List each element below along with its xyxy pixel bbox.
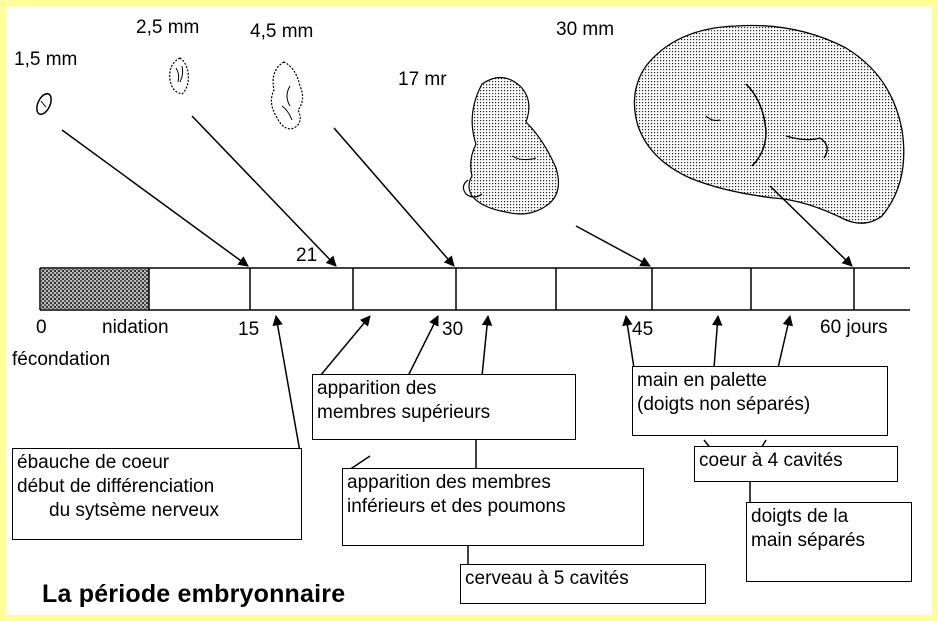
- tick-label-45: 45: [632, 320, 653, 339]
- size-label-2-5mm: 2,5 mm: [136, 18, 199, 37]
- event-line: coeur à 4 cavités: [699, 449, 893, 473]
- event-box-heart-nervous: ébauche de coeur début de différenciatio…: [12, 448, 302, 540]
- event-box-lower-limbs-lungs: apparition des membres inférieurs et des…: [342, 468, 644, 546]
- embryo-1-5mm-icon: [34, 91, 54, 116]
- event-line: du sytsème nerveux: [17, 499, 297, 523]
- event-line: main séparés: [751, 529, 907, 553]
- event-line: apparition des: [317, 377, 571, 401]
- event-line: début de différenciation: [17, 475, 297, 499]
- event-line: apparition des membres: [347, 471, 639, 495]
- size-label-4-5mm: 4,5 mm: [250, 22, 313, 41]
- timeline-bar: [40, 268, 910, 310]
- embryo-4-5mm-icon: [271, 62, 302, 129]
- tick-label-21: 21: [296, 246, 317, 265]
- event-box-brain: cerveau à 5 cavités: [460, 564, 706, 604]
- event-box-hand-palette: main en palette (doigts non séparés): [632, 366, 888, 436]
- tick-label-30: 30: [442, 320, 463, 339]
- size-label-17mm: 17 mr: [398, 70, 447, 89]
- tick-label-nidation: nidation: [102, 318, 169, 337]
- event-line: cerveau à 5 cavités: [465, 567, 701, 591]
- size-label-30mm: 30 mm: [556, 20, 614, 39]
- tick-label-60-jours: 60 jours: [820, 318, 888, 337]
- embryo-2-5mm-icon: [170, 58, 189, 94]
- event-line: inférieurs et des poumons: [347, 495, 639, 519]
- event-line: ébauche de coeur: [17, 451, 297, 475]
- event-box-heart4: coeur à 4 cavités: [694, 446, 898, 482]
- stippled-segment: [41, 269, 149, 309]
- event-line: doigts de la: [751, 505, 907, 529]
- event-line: main en palette: [637, 369, 883, 393]
- embryo-17mm-icon: [463, 77, 558, 214]
- tick-label-15: 15: [238, 320, 259, 339]
- fetus-30mm-icon: [634, 25, 903, 223]
- event-box-fingers: doigts de la main séparés: [746, 502, 912, 582]
- diagram-title: La période embryonnaire: [42, 580, 345, 609]
- event-line: membres supérieurs: [317, 401, 571, 425]
- event-box-upper-limbs: apparition des membres supérieurs: [312, 374, 576, 440]
- fecondation-label: fécondation: [12, 350, 110, 369]
- tick-label-0: 0: [36, 318, 47, 337]
- size-label-1-5mm: 1,5 mm: [14, 50, 77, 69]
- event-line: (doigts non séparés): [637, 393, 883, 417]
